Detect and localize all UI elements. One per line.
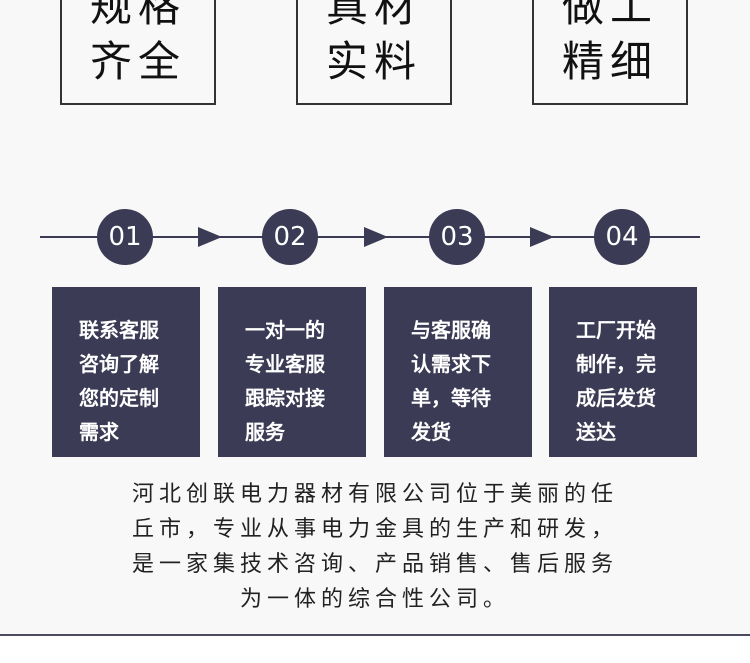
description-line: 丘市，专业从事电力金具的生产和研发， [131, 517, 618, 542]
description-line: 是一家集技术咨询、产品销售、售后服务 [131, 552, 618, 577]
step-text: 一对一的 [245, 318, 325, 342]
feature-box-3: 做工 精细 [532, 0, 688, 105]
step-text: 认需求下 [411, 352, 491, 376]
step-text: 单，等待 [411, 386, 491, 410]
step-text: 联系客服 [79, 318, 159, 342]
step-text: 发货 [411, 420, 451, 444]
step-number-1: 01 [97, 209, 153, 265]
feature-text: 精细 [561, 37, 658, 86]
step-card-1: 联系客服 咨询了解 您的定制 需求 [52, 287, 200, 457]
step-text: 跟踪对接 [245, 386, 325, 410]
feature-text: 做工 [561, 0, 658, 31]
step-card-3: 与客服确 认需求下 单，等待 发货 [384, 287, 532, 457]
step-number-3: 03 [429, 209, 485, 265]
step-text: 咨询了解 [79, 352, 159, 376]
feature-text: 规格 [89, 0, 186, 31]
step-number-4: 04 [594, 209, 650, 265]
arrow-right-icon [198, 227, 222, 247]
feature-box-1: 规格 齐全 [60, 0, 216, 105]
step-text: 成后发货 [576, 386, 656, 410]
step-text: 制作，完 [576, 352, 656, 376]
step-text: 您的定制 [79, 386, 159, 410]
arrow-right-icon [364, 227, 388, 247]
step-text: 服务 [245, 420, 285, 444]
description-line: 河北创联电力器材有限公司位于美丽的任 [131, 482, 618, 507]
step-text: 需求 [79, 420, 119, 444]
feature-text: 真材 [325, 0, 422, 31]
step-text: 工厂开始 [576, 318, 656, 342]
feature-text: 实料 [325, 37, 422, 86]
step-number-2: 02 [262, 209, 318, 265]
step-card-2: 一对一的 专业客服 跟踪对接 服务 [218, 287, 366, 457]
step-text: 与客服确 [411, 318, 491, 342]
company-description: 河北创联电力器材有限公司位于美丽的任 丘市，专业从事电力金具的生产和研发， 是一… [0, 477, 750, 617]
step-card-4: 工厂开始 制作，完 成后发货 送达 [549, 287, 697, 457]
feature-text: 齐全 [89, 37, 186, 86]
step-text: 送达 [576, 420, 616, 444]
step-text: 专业客服 [245, 352, 325, 376]
feature-box-2: 真材 实料 [296, 0, 452, 105]
arrow-right-icon [530, 227, 554, 247]
description-line: 为一体的综合性公司。 [239, 587, 510, 612]
